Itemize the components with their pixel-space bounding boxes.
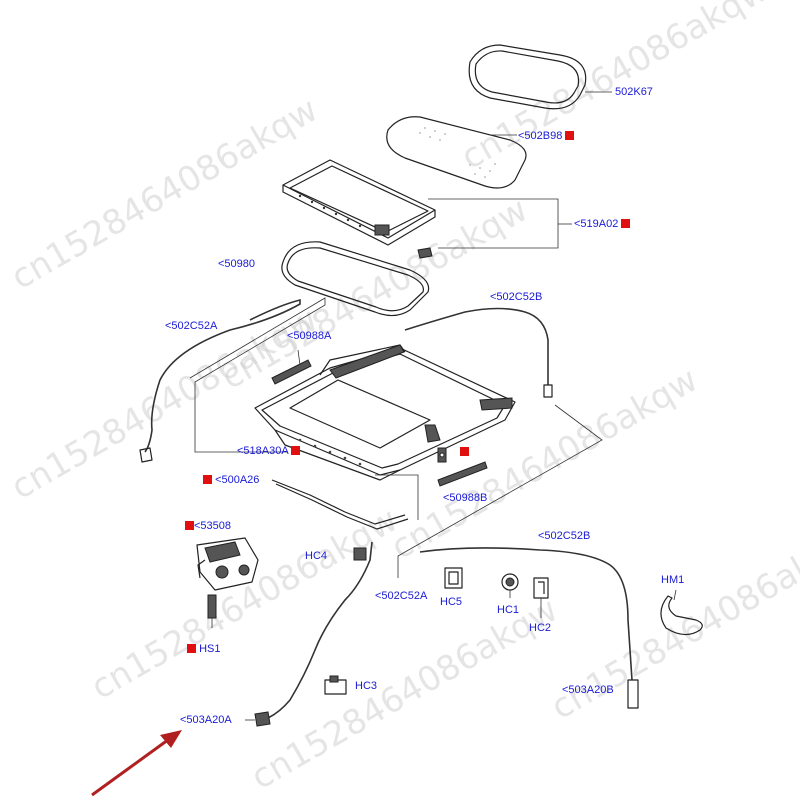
harness-HS1 — [207, 594, 217, 628]
svg-text:cn1528464086akqw: cn1528464086akqw — [85, 500, 405, 708]
bracket-clip — [437, 447, 447, 463]
label-HS1-text: HS1 — [199, 643, 221, 655]
clip-HC4 — [353, 547, 367, 561]
red-marker-icon — [621, 219, 631, 228]
red-marker-icon — [460, 447, 469, 456]
strap-HM1 — [660, 589, 703, 636]
clip-HC5 — [444, 567, 463, 589]
seal-50980 — [281, 241, 430, 317]
label-503A20B: <503A20B — [562, 684, 614, 696]
red-marker-icon — [187, 644, 196, 653]
red-marker-icon — [565, 131, 575, 140]
label-502C52A-mid: <502C52A — [375, 590, 428, 602]
drain-tube-502C52A-bottom — [267, 541, 373, 719]
sunshade-519A02 — [282, 159, 572, 259]
label-50980: <50980 — [218, 258, 256, 270]
glass-panel-502B98 — [386, 116, 527, 189]
label-53508-text: <53508 — [194, 520, 232, 532]
red-marker-bracket — [460, 446, 469, 458]
label-502B98-text: <502B98 — [518, 130, 563, 142]
label-HC1: HC1 — [497, 604, 520, 616]
label-HC3: HC3 — [355, 680, 378, 692]
clip-HC1 — [501, 573, 519, 598]
label-HC2: HC2 — [529, 622, 552, 634]
connector-503A20A — [245, 711, 271, 727]
label-518A30A: <518A30A — [237, 445, 301, 457]
assembly-outline — [189, 297, 603, 578]
guide-50988B — [437, 461, 488, 487]
label-502B98: <502B98 — [518, 130, 575, 142]
motor-53508 — [196, 537, 259, 591]
svg-text:cn1528464086akqw: cn1528464086akqw — [245, 590, 565, 798]
label-502C52B-top: <502C52B — [490, 291, 543, 303]
guide-50988A — [271, 349, 312, 385]
label-50988B: <50988B — [443, 492, 488, 504]
label-502K67: 502K67 — [615, 86, 653, 98]
label-502C52B-mid: <502C52B — [538, 530, 591, 542]
label-500A26: <500A26 — [203, 474, 259, 486]
label-50988A: <50988A — [287, 330, 332, 342]
label-518A30A-text: <518A30A — [237, 445, 289, 457]
drain-tube-502C52B-bottom — [419, 547, 639, 709]
label-503A20A: <503A20A — [180, 714, 232, 726]
deflector-500A26 — [271, 474, 419, 530]
label-HC5: HC5 — [440, 596, 463, 608]
seal-502K67 — [468, 44, 612, 110]
label-HM1: HM1 — [661, 574, 685, 586]
label-519A02: <519A02 — [574, 218, 631, 230]
label-519A02-text: <519A02 — [574, 218, 619, 230]
red-marker-icon — [291, 446, 301, 455]
red-marker-icon — [185, 521, 194, 530]
drain-tube-502C52A-top — [139, 298, 301, 463]
drain-tube-502C52B-top — [404, 307, 553, 398]
clip-HC2 — [533, 577, 549, 618]
sunroof-frame-518A30A — [254, 344, 516, 481]
pointer-arrow — [91, 730, 182, 797]
svg-text:cn1528464086akqw: cn1528464086akqw — [5, 90, 325, 298]
label-53508: <53508 — [185, 520, 231, 532]
label-500A26-text: <500A26 — [215, 474, 260, 486]
label-HC4: HC4 — [305, 550, 328, 562]
label-HS1: HS1 — [187, 643, 220, 655]
svg-text:cn1528464086akqw: cn1528464086akqw — [545, 520, 800, 728]
label-502C52A-top: <502C52A — [165, 320, 218, 332]
clip-HC3 — [324, 675, 347, 695]
red-marker-icon — [203, 475, 212, 484]
